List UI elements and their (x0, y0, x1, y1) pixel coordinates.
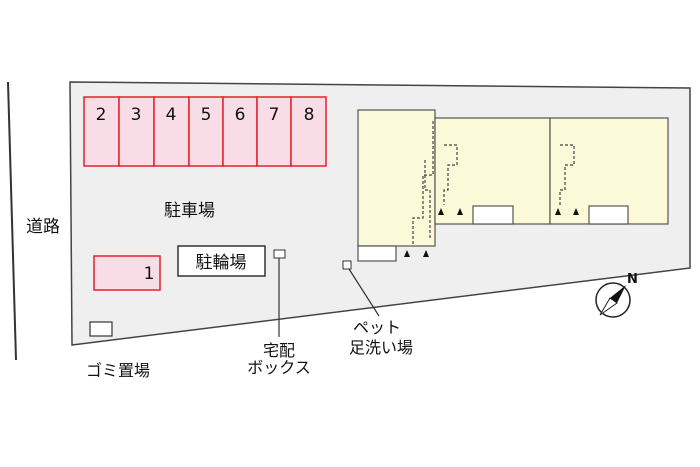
pet-wash-leader-line (348, 268, 380, 317)
road-label: 道路 (26, 217, 60, 237)
building-porch (588, 205, 629, 225)
parking-space-3 (118, 96, 155, 167)
entrance-marker (573, 208, 579, 215)
entrance-marker (438, 208, 444, 215)
parking-space-number: 1 (144, 264, 155, 284)
parking-space-number: 3 (131, 105, 142, 125)
parking-space-number: 4 (166, 105, 177, 125)
parking-space-number: 8 (304, 105, 315, 125)
north-compass: N (595, 272, 638, 318)
building-group (357, 109, 669, 262)
parking-space-8 (290, 96, 327, 167)
entrance-marker (457, 208, 463, 215)
bicycle-parking-box (177, 245, 266, 277)
interior-partition (443, 144, 458, 205)
delivery-box-marker (273, 249, 286, 259)
interior-partition (412, 121, 434, 246)
interior-partition (424, 160, 431, 238)
road-edge-line (7, 81, 17, 361)
bicycle-parking-label: 駐輪場 (196, 253, 247, 273)
garbage-area-label: ゴミ置場 (86, 361, 150, 380)
interior-partition (559, 144, 575, 205)
delivery-box-label-line2: ボックス (247, 358, 311, 377)
parking-space-1 (93, 255, 161, 291)
delivery-box-label-line1: 宅配 (263, 341, 295, 360)
building-porch (472, 205, 514, 225)
pet-wash-label-line1: ペット (353, 318, 401, 337)
compass-north-label: N (627, 272, 638, 287)
pet-wash-label-line2: 足洗い場 (349, 338, 413, 357)
parking-space-number: 6 (235, 105, 246, 125)
parking-space-5 (188, 96, 224, 167)
parking-label: 駐車場 (164, 201, 215, 221)
building-porch (357, 245, 397, 262)
parking-space-number: 5 (201, 105, 212, 125)
parking-space-7 (256, 96, 292, 167)
building-unit-left (357, 109, 436, 247)
compass-needle-north (610, 285, 626, 303)
entrance-marker (423, 250, 429, 257)
entrance-marker (404, 250, 410, 257)
pet-wash-marker (342, 260, 352, 270)
parking-space-number: 7 (269, 105, 280, 125)
parking-spaces-row: 2 3 4 5 6 7 8 (83, 96, 327, 167)
garbage-area-box (89, 321, 113, 337)
parking-space-6 (222, 96, 258, 167)
parking-space-4 (153, 96, 190, 167)
compass-needle-south (599, 297, 618, 316)
parking-space-number: 2 (96, 105, 107, 125)
entrance-marker (555, 208, 561, 215)
